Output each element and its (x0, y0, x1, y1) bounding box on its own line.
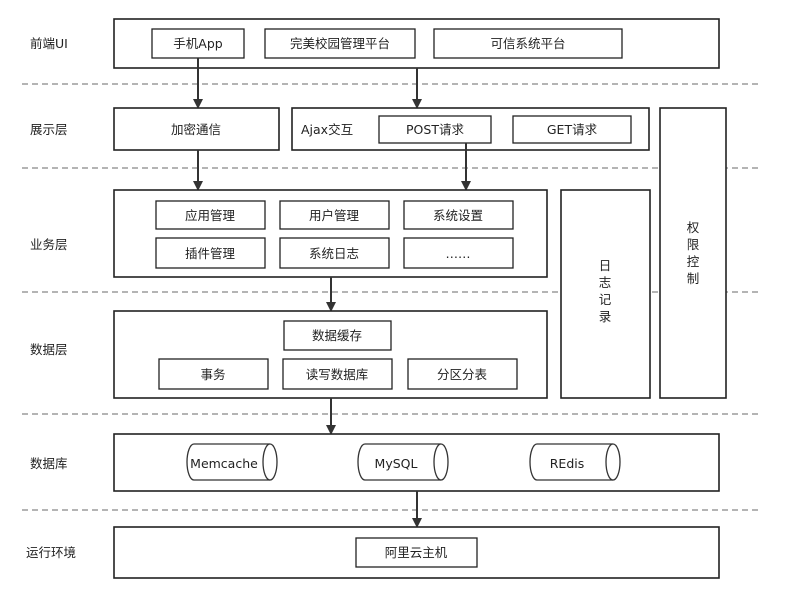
runtime-host-box (355, 537, 478, 568)
business-item-label: 系统日志 (309, 246, 359, 261)
layer-label-business: 业务层 (30, 237, 68, 252)
layer-label-presentation: 展示层 (30, 122, 68, 137)
frontend-item-mobile-app (151, 28, 245, 59)
layer-label-runtime: 运行环境 (26, 545, 76, 560)
data-item-label: 分区分表 (437, 367, 488, 382)
permission-box (659, 107, 727, 399)
layer-label-data: 数据层 (30, 342, 68, 357)
data-cache-label: 数据缓存 (312, 328, 362, 343)
business-item-more (403, 237, 514, 269)
permission-label: 权限控制 (687, 220, 700, 286)
permission-char: 权 (687, 220, 700, 235)
business-item-label: …… (446, 246, 471, 261)
database-label: MySQL (375, 456, 418, 471)
data-item-read-write-db (282, 358, 393, 390)
frontend-item-label: 手机App (173, 36, 222, 51)
get-request-box (512, 115, 632, 144)
business-item-label: 应用管理 (185, 208, 236, 223)
frontend-item-trusted-platform (433, 28, 623, 59)
data-item-label: 读写数据库 (306, 367, 369, 382)
business-item-system-settings (403, 200, 514, 230)
layer-label-database: 数据库 (30, 456, 68, 471)
log-char: 日 (599, 258, 612, 273)
encryption-label: 加密通信 (171, 122, 221, 137)
permission-char: 制 (687, 271, 700, 286)
encryption-box (113, 107, 280, 151)
database-cylinder-mysql (357, 443, 449, 481)
get-request-label: GET请求 (547, 122, 598, 137)
frontend-item-campus-platform (264, 28, 416, 59)
layer-label-frontend: 前端UI (30, 36, 68, 51)
data-cache-box (283, 320, 392, 351)
data-item-label: 事务 (200, 367, 225, 382)
data-item-transaction (158, 358, 269, 390)
post-request-box (378, 115, 492, 144)
business-item-label: 插件管理 (185, 246, 236, 261)
runtime-host-label: 阿里云主机 (385, 545, 448, 560)
data-item-sharding (407, 358, 518, 390)
log-char: 录 (599, 309, 612, 324)
database-cylinder-memcache (186, 443, 278, 481)
frontend-item-label: 可信系统平台 (490, 36, 565, 51)
business-item-app-management (155, 200, 266, 230)
database-label: Memcache (190, 456, 258, 471)
log-box (560, 189, 651, 399)
log-char: 记 (599, 292, 612, 307)
business-item-label: 用户管理 (309, 208, 360, 223)
database-cylinder-redis (529, 443, 621, 481)
log-label: 日志记录 (599, 258, 612, 324)
permission-char: 控 (687, 254, 700, 269)
business-item-system-log (279, 237, 390, 269)
frontend-item-label: 完美校园管理平台 (290, 36, 390, 51)
business-item-user-management (279, 200, 390, 230)
log-char: 志 (599, 275, 612, 290)
ajax-label: Ajax交互 (301, 122, 353, 137)
business-item-label: 系统设置 (433, 208, 483, 223)
permission-char: 限 (687, 237, 700, 252)
database-label: REdis (550, 456, 585, 471)
post-request-label: POST请求 (406, 122, 464, 137)
business-item-plugin-management (155, 237, 266, 269)
